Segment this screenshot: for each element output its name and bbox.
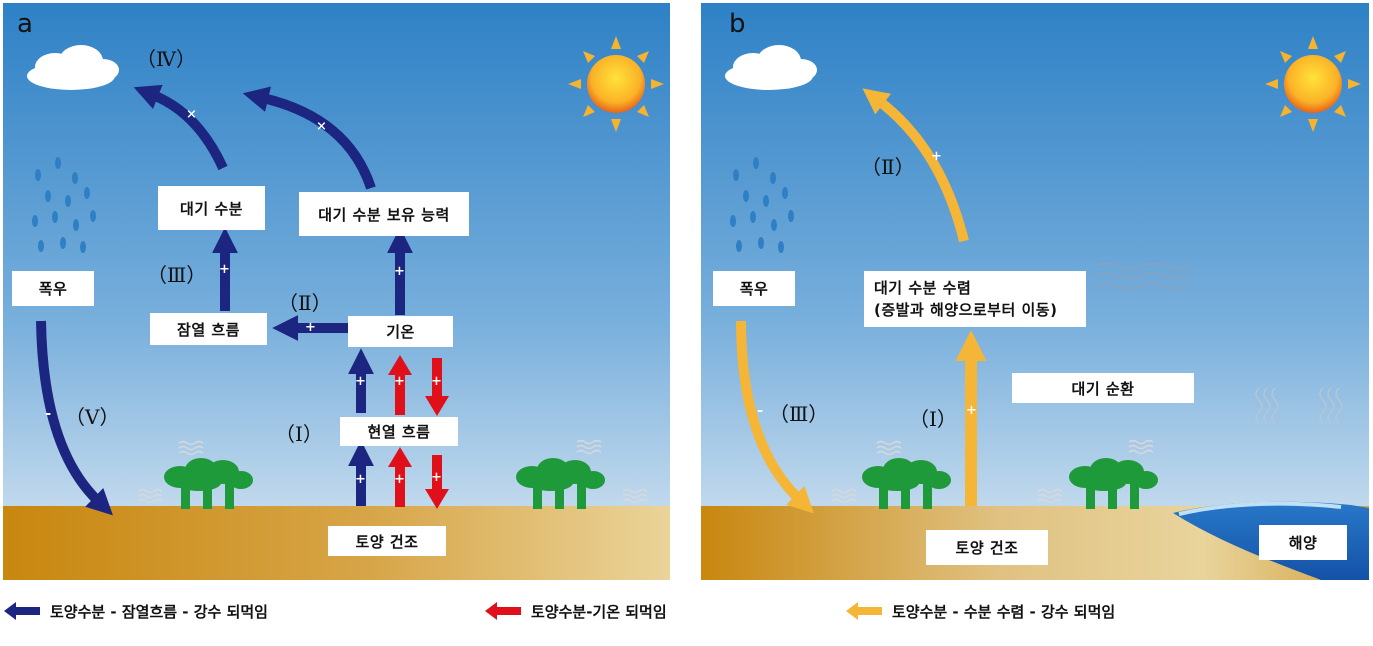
plus-sign: + [431,374,442,389]
legend-item-navy: 토양수분 - 잠열흐름 - 강수 되먹임 [4,598,268,624]
rain-icon [32,157,96,253]
red-arrow-icon [485,602,521,620]
label-ocean: 해양 [1259,525,1347,560]
label-heavy-rain: 폭우 [713,271,795,306]
rain-icon [730,157,794,253]
panel-a-illustration [3,3,670,580]
numeral-1: （Ⅰ） [909,407,957,431]
numeral-1: （Ⅰ） [275,422,323,446]
navy-arrow-icon [4,602,40,620]
plus-sign: + [219,262,230,277]
heat-wave-icon [831,439,1154,504]
plus-sign: + [305,320,316,335]
numeral-4: （Ⅳ） [136,47,196,71]
arrow-convergence-to-cloud [862,88,969,243]
numeral-2: （Ⅱ） [278,291,332,315]
panel-letter: a [17,9,33,39]
sky [3,3,670,580]
plus-sign: + [355,374,366,389]
ocean-wave-highlight [1178,501,1342,516]
numeral-3: （Ⅲ） [147,263,207,287]
arrow-rain-to-soil [36,320,113,516]
label-moisture-convergence-line1: 대기 수분 수렴 [874,279,972,297]
label-temperature: 기온 [348,316,453,347]
plus-sign: + [394,472,405,487]
legend-item-orange: 토양수분 - 수분 수렴 - 강수 되먹임 [846,598,1115,624]
cloud-icon [27,45,119,90]
label-holding-capacity: 대기 수분 보유 능력 [299,192,469,236]
numeral-3: （Ⅲ） [769,402,829,426]
circulation-wave-icon [1093,262,1191,290]
label-soil-dry: 토양 건조 [926,530,1048,565]
legend-label-red: 토양수분-기온 되먹임 [531,602,667,621]
label-atm-moisture: 대기 수분 [158,186,265,230]
plus-sign: + [394,374,405,389]
arrow-rain-to-soil [736,320,814,514]
tree-icon [1069,458,1158,509]
plus-sign: + [966,403,977,418]
legend-label-navy: 토양수분 - 잠열흐름 - 강수 되먹임 [50,602,268,621]
panel-letter: b [729,9,746,39]
vapor-wave-icon [1255,387,1343,425]
cloud-icon [725,45,817,90]
red-arrow-down-upper [425,358,449,416]
red-arrow-up-lower [388,447,412,507]
plus-sign: + [394,264,405,279]
minus-sign: - [757,401,764,419]
arrow-holding-capacity-to-cloud [242,86,376,190]
legend-label-orange: 토양수분 - 수분 수렴 - 강수 되먹임 [892,602,1116,621]
heat-wave-icon [137,439,648,504]
panel-a: a 대기 수분 대기 수분 보유 능력 폭우 잠열 흐름 기온 현열 흐름 토양… [3,3,670,580]
panel-b-illustration [701,3,1369,580]
tree-icon [516,458,605,509]
numeral-5: （Ⅴ） [65,405,120,429]
panel-b: b 폭우 대기 수분 수렴 (증발과 해양으로부터 이동) 대기 순환 토양 건… [701,3,1369,580]
plus-sign: + [931,149,942,164]
arrow-atm-moisture-to-cloud [133,84,228,171]
orange-arrow-icon [846,602,882,620]
sun-icon [568,36,664,132]
red-arrow-up-upper [388,355,412,415]
plus-sign: + [431,470,442,485]
minus-sign: - [45,404,52,422]
red-arrow-down-lower [425,455,449,509]
label-sensible-flux: 현열 흐름 [340,417,458,446]
label-soil-dry: 토양 건조 [328,526,446,556]
times-sign: × [186,107,197,122]
plus-sign: + [355,472,366,487]
sun-icon [1265,36,1361,132]
numeral-2: （Ⅱ） [861,155,915,179]
label-atm-circulation: 대기 순환 [1012,373,1194,403]
tree-icon [164,458,253,509]
label-moisture-convergence-line2: (증발과 해양으로부터 이동) [874,301,1058,319]
label-heavy-rain: 폭우 [12,271,94,306]
tree-icon [862,458,951,509]
legend-item-red: 토양수분-기온 되먹임 [485,598,667,624]
times-sign: × [316,119,327,134]
label-moisture-convergence: 대기 수분 수렴 (증발과 해양으로부터 이동) [864,271,1086,327]
label-latent-flux: 잠열 흐름 [150,313,267,345]
